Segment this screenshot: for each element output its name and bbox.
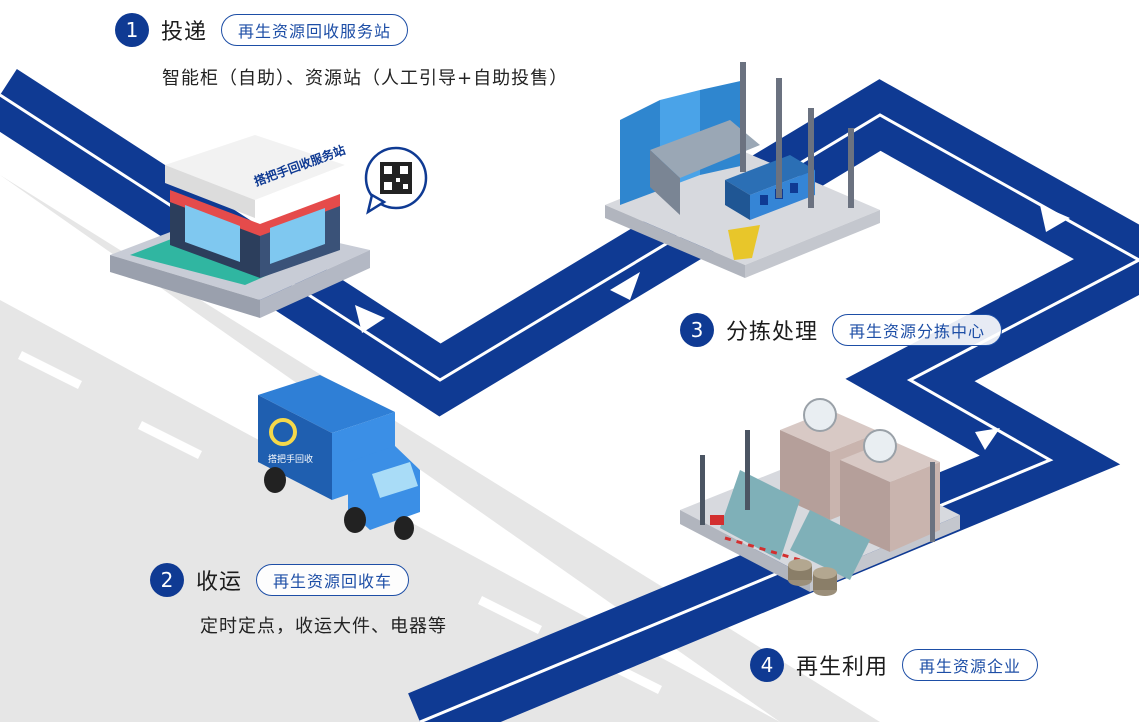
step-1-title: 投递 — [161, 20, 208, 45]
step-4-heading: 4 再生利用 再生资源企业 — [750, 648, 1039, 682]
qr-code-bubble — [364, 146, 428, 215]
road-dashes — [17, 350, 663, 695]
sorting-center-illustration — [605, 62, 880, 278]
flow-arrow-2 — [610, 272, 640, 300]
step-2-title: 收运 — [196, 570, 243, 595]
recycling-station-illustration: 搭把手回收服务站 — [110, 135, 428, 318]
step-1-heading: 1 投递 再生资源回收服务站 — [115, 13, 409, 47]
step-3-number-badge: 3 — [680, 313, 714, 347]
step-2-number-badge: 2 — [150, 563, 184, 597]
step-1-description: 智能柜（自助）、资源站（人工引导+自助投售） — [162, 68, 569, 89]
gray-road — [0, 180, 780, 722]
step-3-title: 分拣处理 — [726, 320, 819, 345]
step-2-heading: 2 收运 再生资源回收车 — [150, 563, 410, 597]
step-3-tag: 再生资源分拣中心 — [832, 314, 1003, 346]
recycling-plant-illustration — [680, 398, 960, 596]
flow-path-centerline — [0, 93, 1139, 722]
truck-logo-icon — [269, 418, 297, 446]
step-1-tag: 再生资源回收服务站 — [221, 14, 409, 46]
recycling-truck-illustration: 搭把手回收 — [258, 375, 420, 540]
flow-arrow-1 — [355, 305, 385, 333]
step-1-number-badge: 1 — [115, 13, 149, 47]
step-3-heading: 3 分拣处理 再生资源分拣中心 — [680, 313, 1003, 347]
step-2-tag: 再生资源回收车 — [256, 564, 410, 596]
flow-arrow-3 — [1040, 205, 1070, 232]
step-4-tag: 再生资源企业 — [902, 649, 1039, 681]
step-4-title: 再生利用 — [796, 655, 889, 680]
fan-icon — [803, 398, 837, 432]
step-2-description: 定时定点，收运大件、电器等 — [200, 616, 447, 637]
step-4-number-badge: 4 — [750, 648, 784, 682]
fan-icon — [863, 429, 897, 463]
truck-logo-text: 搭把手回收 — [268, 453, 313, 465]
flow-arrows — [355, 205, 1070, 450]
flow-arrow-4 — [975, 428, 1000, 450]
